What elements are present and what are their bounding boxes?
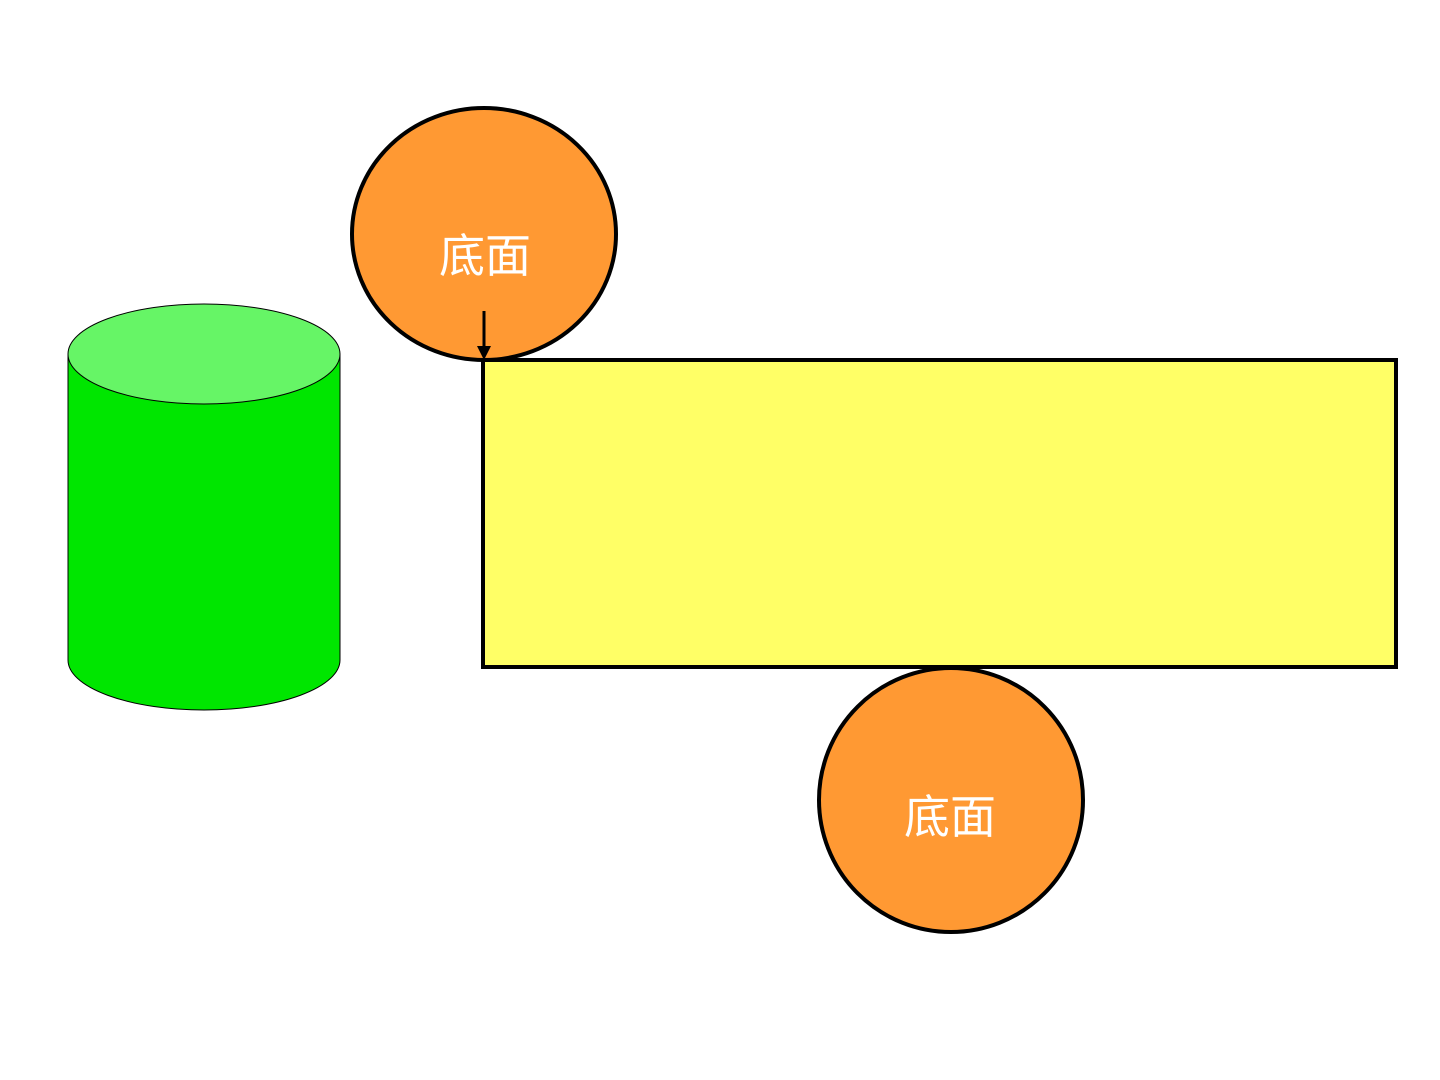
- arrow-down-icon: [477, 311, 491, 360]
- cylinder-side: [67, 353, 341, 711]
- top-base-label: 底面: [439, 229, 531, 283]
- cylinder-top: [67, 303, 341, 405]
- top-base-circle: 底面: [350, 106, 618, 362]
- cylinder-icon: [67, 303, 341, 711]
- bottom-base-label: 底面: [904, 790, 996, 844]
- lateral-face-rectangle: [481, 358, 1398, 669]
- bottom-base-disc: [817, 666, 1085, 934]
- bottom-base-circle: 底面: [817, 666, 1085, 934]
